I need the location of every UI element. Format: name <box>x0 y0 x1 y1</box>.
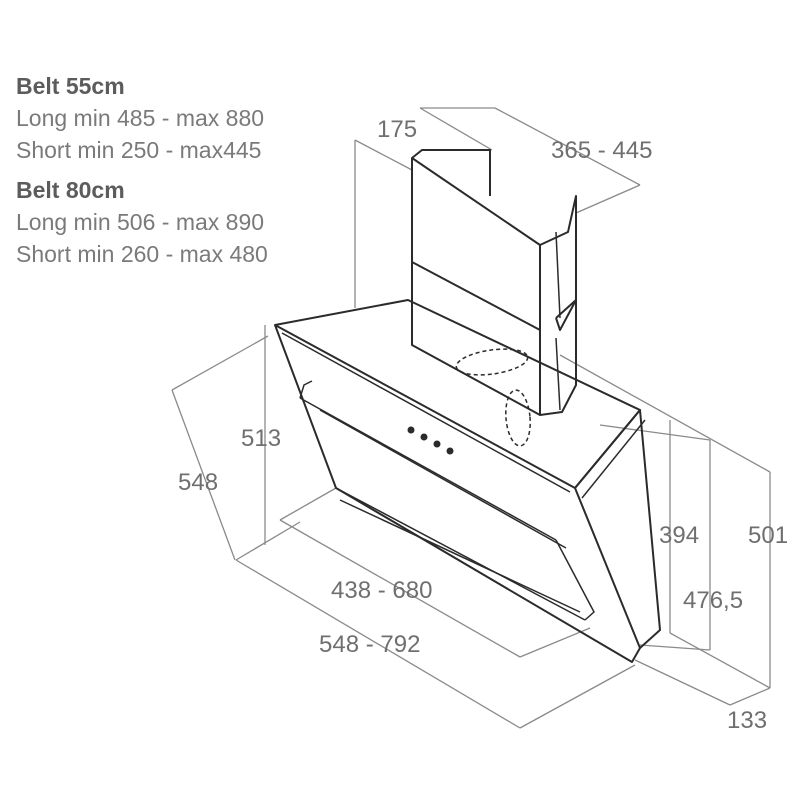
spec-short: Short min 260 - max 480 <box>16 241 268 267</box>
spec-short: Short min 250 - max445 <box>16 137 262 163</box>
dim-body-height-mid: 476,5 <box>683 587 743 614</box>
dim-width-outer: 548 - 792 <box>319 631 420 658</box>
hood-body <box>274 299 661 663</box>
chimney <box>411 149 577 416</box>
dim-chimney-width: 365 - 445 <box>551 137 652 164</box>
dim-base-depth: 133 <box>727 707 767 734</box>
dim-body-height-total: 501 <box>748 522 788 549</box>
dim-chimney-depth: 175 <box>377 116 417 143</box>
spec-block-belt-55: Belt 55cm Long min 485 - max 880 Short m… <box>16 70 264 166</box>
spec-long: Long min 506 - max 890 <box>16 209 265 235</box>
dim-glass-height: 513 <box>241 425 281 452</box>
dim-body-height-front: 394 <box>659 522 699 549</box>
dim-width-inner: 438 - 680 <box>331 577 432 604</box>
control-buttons <box>407 426 454 455</box>
dim-body-depth: 548 <box>178 469 218 496</box>
spec-heading: Belt 55cm <box>16 73 125 99</box>
spec-long: Long min 485 - max 880 <box>16 105 265 131</box>
spec-block-belt-80: Belt 80cm Long min 506 - max 890 Short m… <box>16 174 268 270</box>
dimension-labels: 175 365 - 445 513 548 394 501 476,5 438 … <box>178 116 788 734</box>
spec-heading: Belt 80cm <box>16 177 125 203</box>
dimension-lines <box>171 107 771 729</box>
duct-openings <box>455 348 531 447</box>
